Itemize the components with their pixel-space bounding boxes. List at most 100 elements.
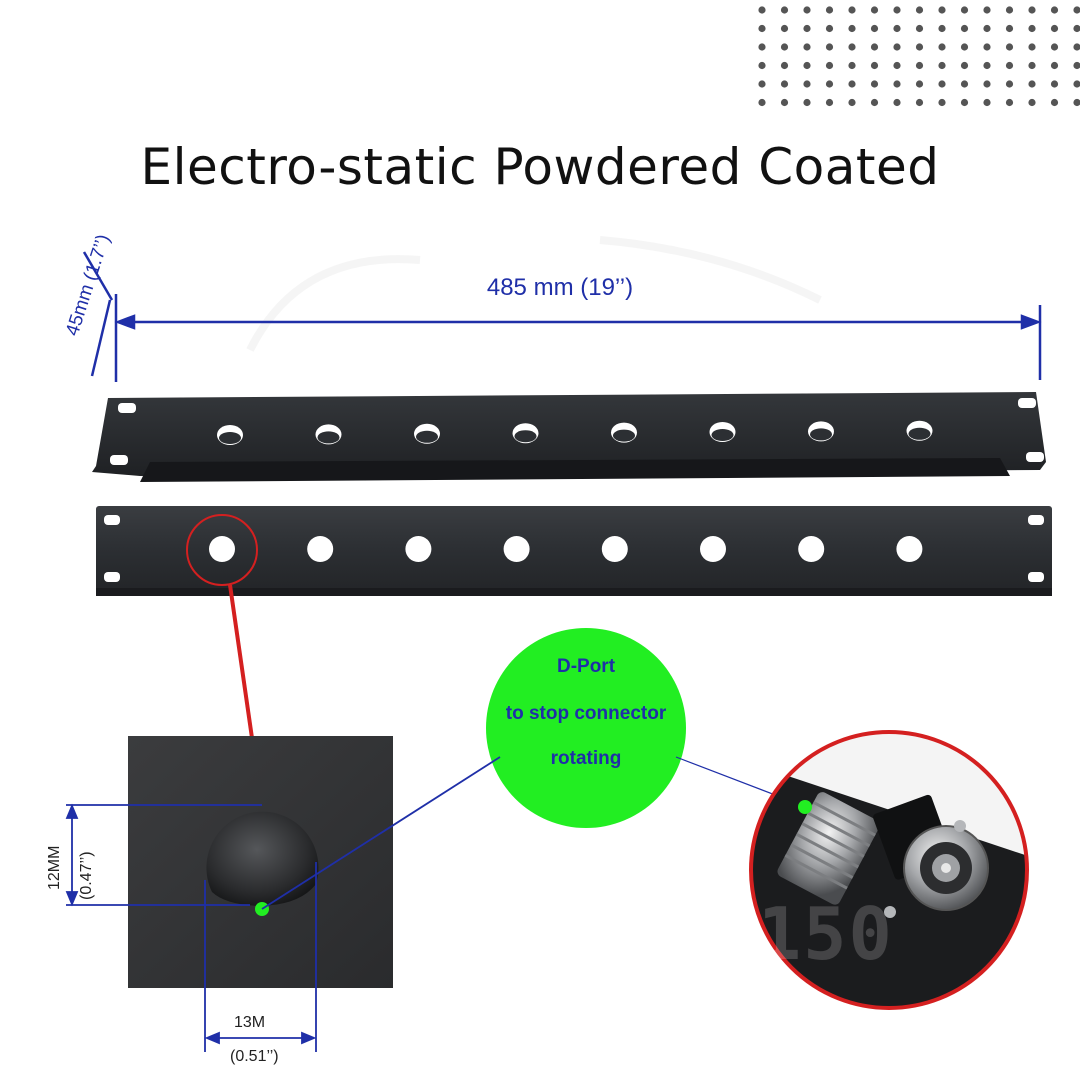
ear-slot [1028,572,1044,582]
decor-dot [825,43,834,51]
decor-dot [803,98,811,107]
hole-width-label: 13M [234,1014,266,1031]
panel-hole-shadow [810,428,832,441]
callout-line-3: rotating [550,748,622,769]
decor-dot [803,6,811,14]
decor-dot [848,43,856,51]
decor-dot [1028,6,1036,14]
decor-dot [1050,80,1059,88]
decor-dot [1005,6,1014,14]
hole-height-label: 12MM [46,845,63,890]
decor-dot [780,98,789,107]
decor-dot [915,98,924,107]
hole-width-inch-label: (0.51’’) [230,1048,279,1065]
hole-closeup [65,736,393,1052]
panel-hole-shadow [908,427,931,440]
decor-dot [1073,80,1080,88]
decor-dot [1028,61,1036,70]
decor-dot [758,24,766,33]
height-dimension [82,251,114,377]
decor-dot [1050,6,1059,14]
decor-dot [870,61,879,70]
decor-dot [1028,80,1036,88]
decor-dot [758,43,766,51]
panel-hole-shadow [416,430,438,443]
decor-dot [825,98,834,107]
decor-dot [1073,98,1080,107]
decor-dot [938,80,946,88]
decor-dot [983,43,991,51]
decor-dot [1005,24,1014,33]
decor-dot [803,43,811,51]
decor-dot [938,98,946,107]
decor-dot [1050,43,1059,51]
decor-dot [893,43,901,51]
decor-dot [960,6,969,14]
callout-line-1: D-Port [556,656,616,677]
decor-dot [780,24,789,33]
panel-hole [700,536,726,562]
decor-dot [915,43,924,51]
decor-dot [848,98,856,107]
panel-hole [798,536,825,562]
callout-bubble [486,628,686,828]
decor-dot [803,80,811,88]
rack-panel-top [92,392,1046,482]
decor-dot [1028,24,1036,33]
panel-hole [405,536,432,562]
decor-dot [825,24,834,33]
decor-dot [758,98,766,107]
page-title: Electro-static Powdered Coated [140,138,940,196]
decor-dot [780,43,789,51]
decor-dot [803,24,811,33]
decor-dot [1028,98,1036,107]
hole-height-inch-label: (0.47’’) [78,851,95,900]
panel-hole [896,536,923,562]
decor-dot [960,98,969,107]
decor-dot [780,61,789,70]
callout-line-2: to stop connector [505,703,667,724]
decor-dot [938,43,946,51]
dport-dot-connector [798,800,812,814]
decor-dot [870,43,879,51]
decor-dot [780,6,789,14]
decor-dot [848,61,856,70]
ear-slot [104,515,120,525]
decor-dot [1028,43,1036,51]
decor-dot [870,6,879,14]
decor-dot [848,24,856,33]
decor-dot [780,80,789,88]
decor-dot [1050,61,1059,70]
ear-slot [1028,515,1044,525]
decor-dot [960,61,969,70]
decor-dot [870,24,879,33]
decor-dot [848,6,856,14]
decor-dot [893,61,901,70]
decor-dot [870,80,879,88]
connector-closeup [749,730,1029,1010]
decor-dot [803,61,811,70]
ear-slot [118,403,136,413]
decor-dot [960,80,969,88]
decor-dot [848,80,856,88]
panel-hole-shadow [514,430,537,443]
decor-dot [870,98,879,107]
decor-dot [938,61,946,70]
decor-dot [758,6,766,14]
decor-dot [825,61,834,70]
decor-dot [1005,43,1014,51]
decor-dot [1050,98,1059,107]
rack-panel-front [96,506,1052,596]
decor-dot [825,80,834,88]
hole-highlight [186,514,258,739]
panel-hole-shadow [711,429,734,441]
decor-dot [983,80,991,88]
decor-dot [915,6,924,14]
width-dimension [114,294,1042,382]
panel-hole-shadow [613,429,635,442]
panel-hole-shadow [317,431,340,444]
ear-slot [1026,452,1044,462]
decor-dot [960,43,969,51]
